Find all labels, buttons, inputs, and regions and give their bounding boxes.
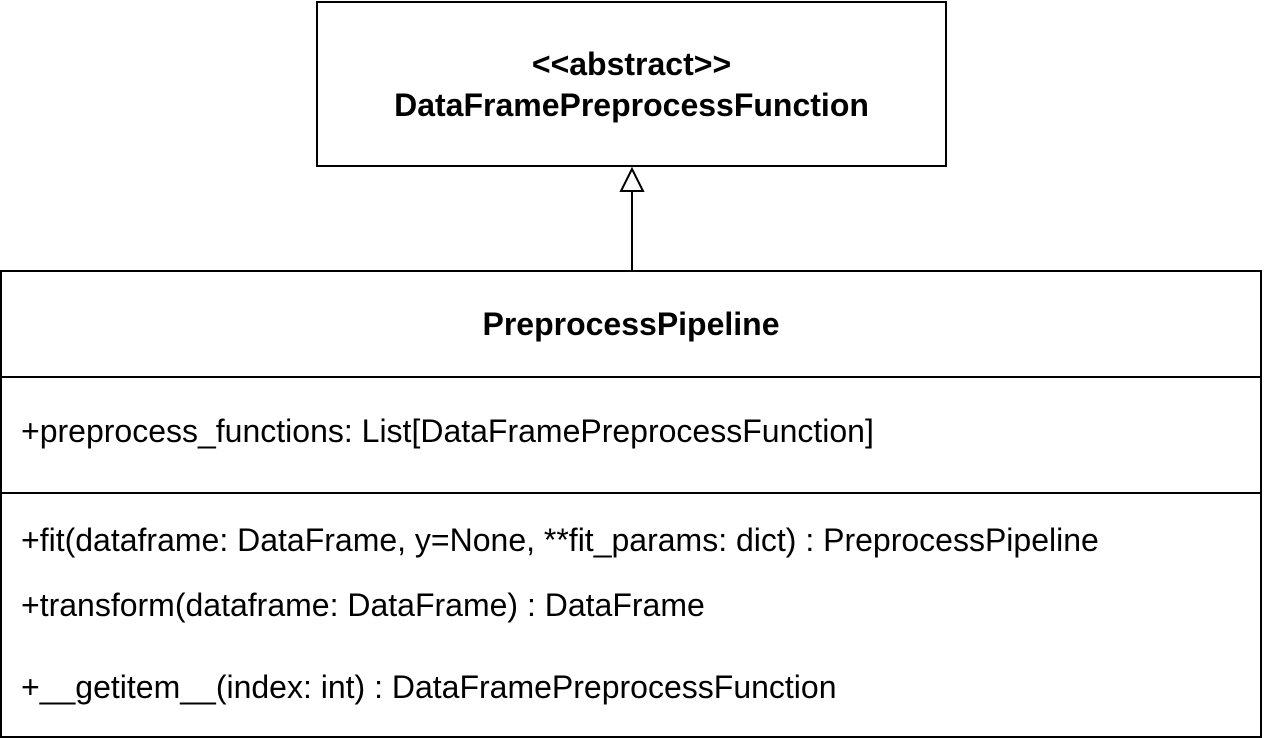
- attribute-preprocess-functions: +preprocess_functions: List[DataFramePre…: [21, 413, 874, 449]
- operation-fit: +fit(dataframe: DataFrame, y=None, **fit…: [21, 522, 1099, 558]
- abstract-class-name: DataFramePreprocessFunction: [394, 87, 869, 123]
- operation-transform: +transform(dataframe: DataFrame) : DataF…: [21, 587, 705, 623]
- inheritance-arrowhead: [619, 166, 645, 192]
- class-name: PreprocessPipeline: [482, 305, 780, 342]
- operations-divider: [2, 492, 1260, 494]
- operation-getitem: +__getitem__(index: int) : DataFramePrep…: [21, 669, 837, 705]
- abstract-class-box[interactable]: <<abstract>> DataFramePreprocessFunction: [316, 1, 947, 167]
- attributes-divider: [2, 376, 1260, 378]
- class-box-preprocess-pipeline[interactable]: PreprocessPipeline +preprocess_functions…: [0, 270, 1262, 738]
- abstract-stereotype: <<abstract>>: [531, 46, 732, 82]
